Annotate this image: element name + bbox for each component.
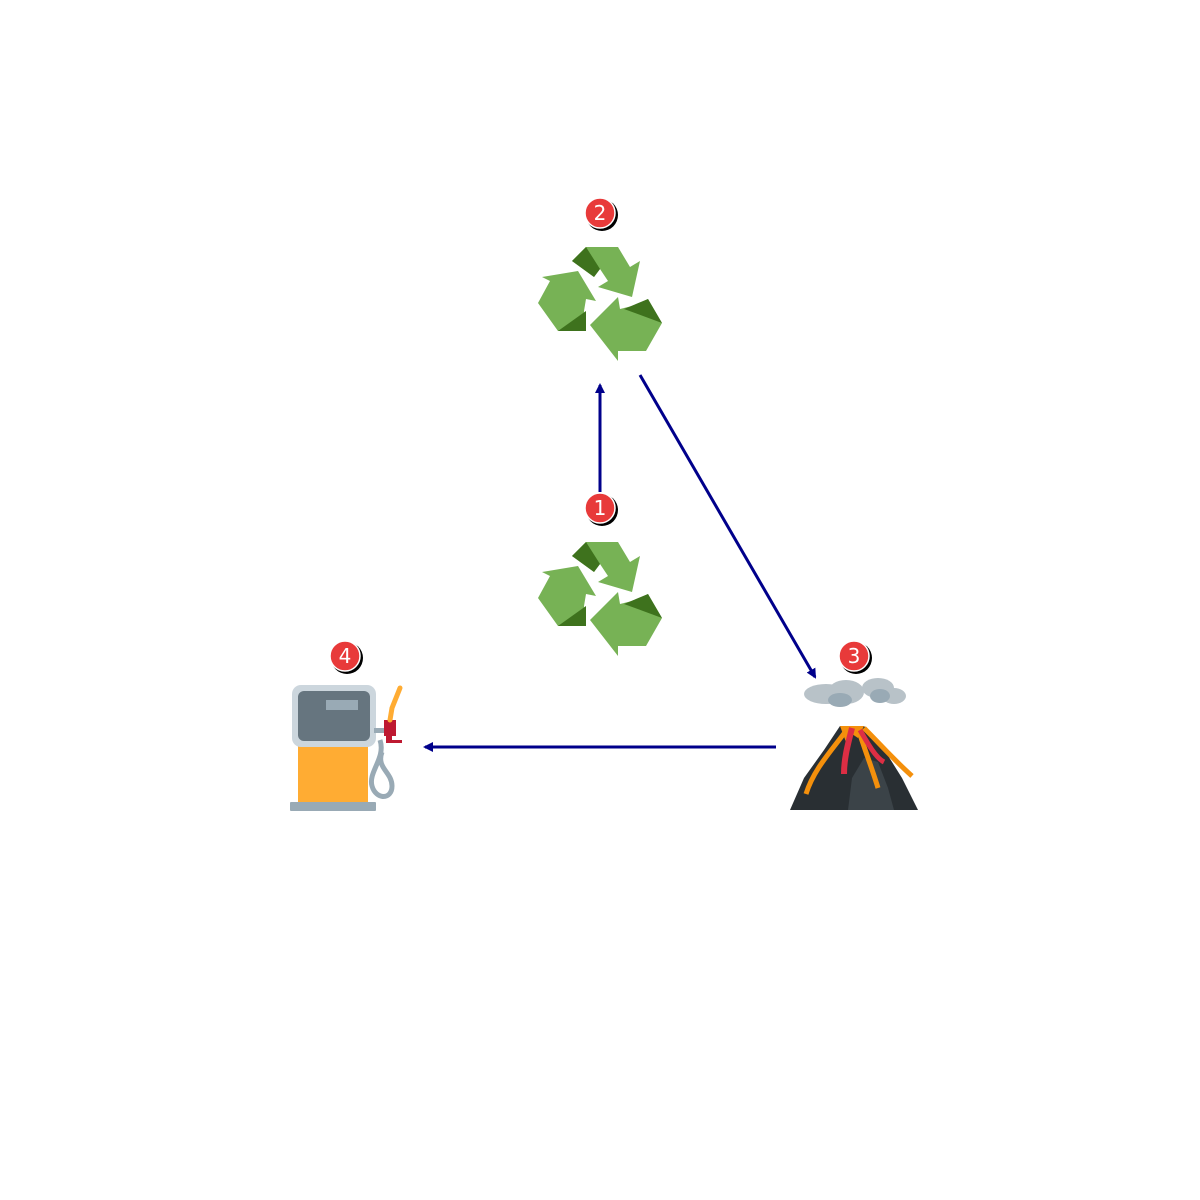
node-badge-number: 1 [594,496,607,520]
node-badge [584,492,616,524]
node-4: 4 [290,640,402,811]
recycle-icon [538,542,662,656]
volcano-icon [790,678,918,810]
fuel-pump-icon [290,685,402,811]
node-badge-number: 2 [594,201,607,225]
node-badge-number: 3 [848,644,861,668]
edge-arrow-n2-to-n3 [638,374,817,679]
edges-layer [423,374,817,752]
node-badge [584,197,616,229]
recycle-icon [538,247,662,361]
node-badge [838,640,870,672]
node-badge [329,640,361,672]
nodes-layer: 1 2 3 4 [290,197,918,811]
node-2: 2 [538,197,662,361]
node-3: 3 [790,640,918,810]
node-1: 1 [538,492,662,656]
node-badge-number: 4 [339,644,352,668]
